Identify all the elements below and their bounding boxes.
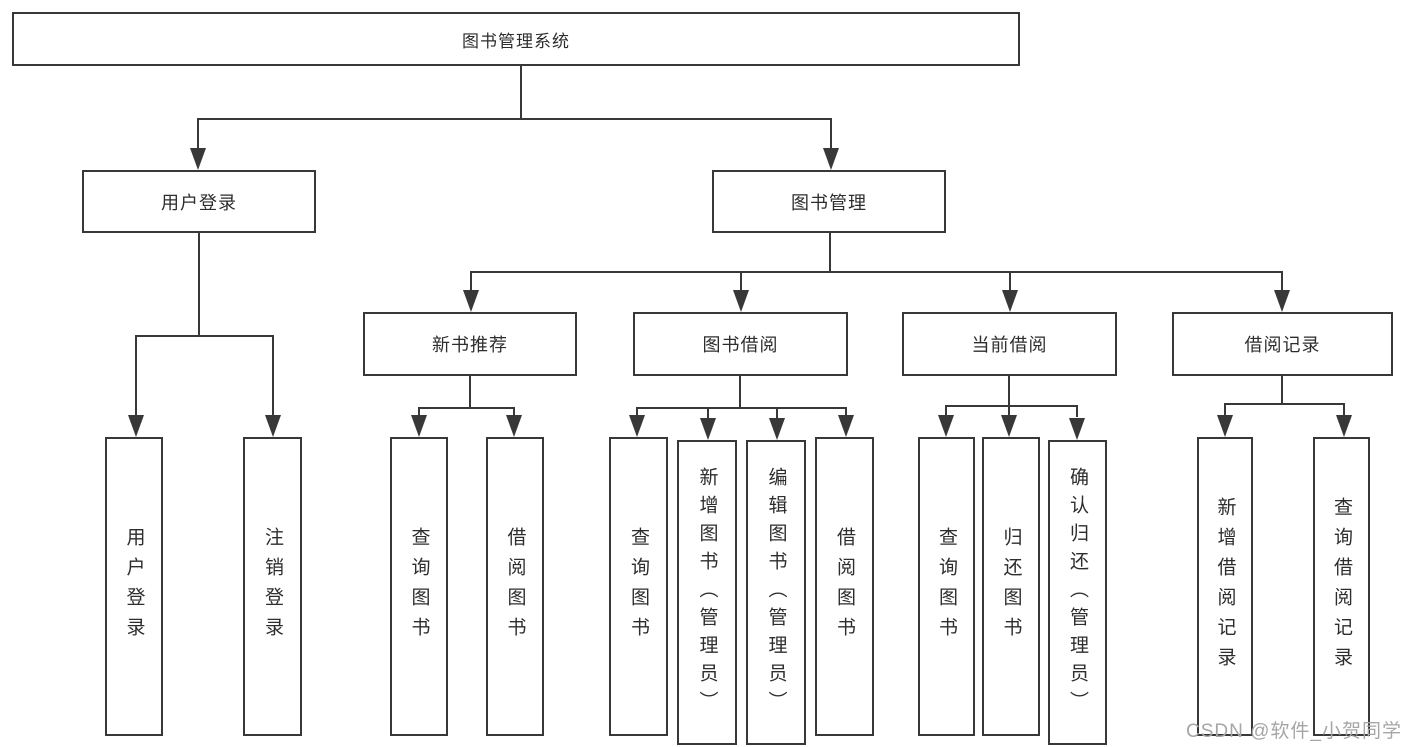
connector-line [135, 335, 274, 337]
connector-line [470, 271, 472, 291]
node-user-login-label: 用户登录 [161, 192, 237, 213]
leaf-query-books-recommend-label: 查询图书 [408, 526, 430, 647]
leaf-add-borrow-record-label: 新增借阅记录 [1214, 496, 1236, 677]
leaf-edit-book-admin-label: 编辑图书（管理员） [765, 466, 787, 719]
node-root: 图书管理系统 [12, 12, 1020, 66]
leaf-query-books-recommend: 查询图书 [390, 437, 448, 736]
connector-line [1281, 376, 1283, 403]
connector-line [135, 335, 137, 415]
connector-line [945, 405, 1077, 407]
connector-line [1076, 405, 1078, 417]
connector-line [197, 118, 199, 150]
leaf-confirm-return-admin: 确认归还（管理员） [1048, 440, 1107, 745]
csdn-watermark: CSDN @软件_小贺同学 [1186, 721, 1402, 742]
leaf-add-borrow-record: 新增借阅记录 [1197, 437, 1253, 736]
leaf-add-book-admin-label: 新增图书（管理员） [696, 466, 718, 719]
connector-line [1008, 376, 1010, 405]
arrowhead [1336, 415, 1352, 437]
node-book-borrow: 图书借阅 [633, 312, 848, 376]
arrowhead [190, 148, 206, 170]
connector-line [513, 407, 515, 417]
arrowhead [463, 290, 479, 312]
leaf-return-books: 归还图书 [982, 437, 1040, 736]
connector-line [845, 407, 847, 417]
arrowhead [733, 290, 749, 312]
leaf-user-login: 用户登录 [105, 437, 163, 736]
leaf-query-books-current-label: 查询图书 [936, 526, 957, 647]
leaf-return-books-label: 归还图书 [1000, 526, 1022, 647]
node-book-management-label: 图书管理 [791, 192, 867, 213]
connector-line [739, 376, 741, 407]
node-book-borrow-label: 图书借阅 [702, 335, 779, 355]
connector-line [1343, 403, 1345, 415]
leaf-edit-book-admin: 编辑图书（管理员） [746, 440, 806, 745]
node-borrow-records: 借阅记录 [1172, 312, 1393, 376]
connector-line [469, 376, 471, 407]
arrowhead [128, 415, 144, 437]
arrowhead [823, 148, 839, 170]
connector-line [1224, 403, 1226, 415]
leaf-query-borrow-record-label: 查询借阅记录 [1331, 496, 1352, 677]
connector-line [776, 407, 778, 419]
connector-line [197, 118, 832, 120]
connector-line [636, 407, 638, 417]
connector-line [1281, 271, 1283, 291]
leaf-logout: 注销登录 [243, 437, 302, 736]
connector-line [418, 407, 515, 409]
node-borrow-records-label: 借阅记录 [1244, 335, 1321, 355]
connector-line [740, 271, 742, 291]
connector-line [1008, 405, 1010, 417]
arrowhead [1217, 415, 1233, 437]
leaf-borrow-books-label: 借阅图书 [834, 526, 855, 647]
leaf-borrow-books-recommend-label: 借阅图书 [504, 526, 526, 647]
connector-line [1224, 403, 1344, 405]
leaf-query-books-borrow: 查询图书 [609, 437, 668, 736]
connector-line [520, 66, 522, 118]
arrowhead [938, 415, 954, 437]
leaf-query-books-current: 查询图书 [918, 437, 975, 736]
arrowhead [265, 415, 281, 437]
connector-line [636, 407, 847, 409]
node-current-borrow-label: 当前借阅 [971, 335, 1048, 355]
leaf-logout-label: 注销登录 [262, 526, 283, 647]
connector-line [945, 405, 947, 417]
leaf-borrow-books-recommend: 借阅图书 [486, 437, 544, 736]
leaf-user-login-label: 用户登录 [123, 526, 145, 647]
arrowhead [700, 418, 716, 440]
leaf-query-books-borrow-label: 查询图书 [628, 526, 649, 647]
connector-line [830, 118, 832, 150]
node-book-management: 图书管理 [712, 170, 946, 233]
arrowhead [838, 415, 854, 437]
arrowhead [1001, 415, 1017, 437]
node-current-borrow: 当前借阅 [902, 312, 1117, 376]
node-root-label: 图书管理系统 [462, 31, 570, 51]
node-new-book-recommend: 新书推荐 [363, 312, 577, 376]
connector-line [272, 335, 274, 415]
leaf-query-borrow-record: 查询借阅记录 [1313, 437, 1370, 736]
arrowhead [411, 415, 427, 437]
connector-line [470, 271, 1283, 273]
leaf-confirm-return-admin-label: 确认归还（管理员） [1067, 466, 1088, 719]
arrowhead [629, 415, 645, 437]
connector-line [707, 407, 709, 419]
leaf-borrow-books: 借阅图书 [815, 437, 874, 736]
arrowhead [1002, 290, 1018, 312]
arrowhead [769, 418, 785, 440]
arrowhead [1274, 290, 1290, 312]
node-new-book-recommend-label: 新书推荐 [432, 335, 508, 355]
connector-line [829, 233, 831, 271]
connector-line [1009, 271, 1011, 291]
arrowhead [506, 415, 522, 437]
arrowhead [1069, 418, 1085, 440]
leaf-add-book-admin: 新增图书（管理员） [677, 440, 737, 745]
connector-line [198, 233, 200, 335]
connector-line [418, 407, 420, 417]
node-user-login: 用户登录 [82, 170, 316, 233]
